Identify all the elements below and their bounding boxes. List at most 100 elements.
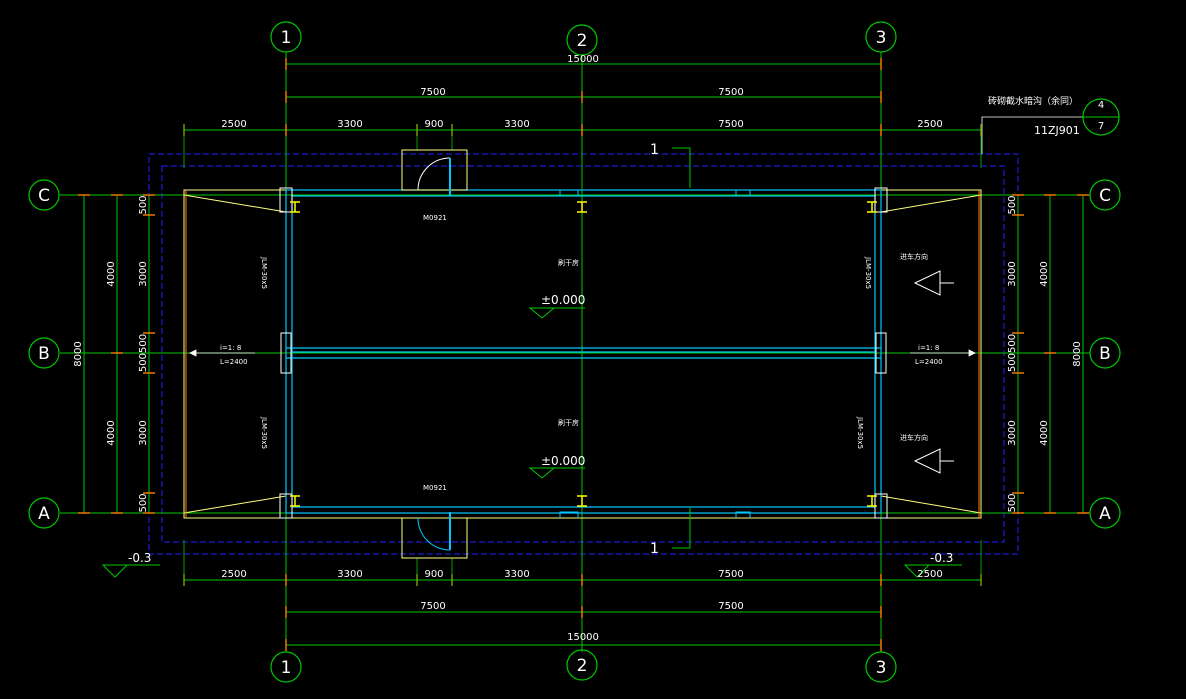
dim-half-y-top-right: 4000 bbox=[1039, 261, 1050, 286]
axis-label-1-bottom: 1 bbox=[281, 658, 292, 678]
dim-detail-y-left: 500 bbox=[138, 493, 149, 512]
dim-overall-top: 15000 bbox=[567, 54, 599, 65]
door-top bbox=[401, 149, 468, 196]
axis-label-c-left: C bbox=[38, 186, 50, 206]
axis-bubble-1-top bbox=[270, 21, 302, 53]
steel-posts bbox=[290, 201, 877, 507]
axis-bubble-1-bottom bbox=[270, 651, 302, 683]
axis-bubble-a-left bbox=[28, 497, 60, 529]
beam-label-left-top: JLM-30x5 bbox=[260, 256, 268, 289]
dim-detail-y-left: 500500 bbox=[138, 334, 149, 372]
car-direction-arrows bbox=[913, 270, 954, 474]
ramp-arrows bbox=[189, 349, 976, 357]
site-boundary-inner bbox=[161, 165, 1005, 543]
dim-half-right-top: 7500 bbox=[718, 87, 743, 98]
car-direction-bottom: 进车方向 bbox=[900, 433, 928, 442]
dim-detail-y-right: 3000 bbox=[1007, 420, 1018, 445]
dim-overall-bottom: 15000 bbox=[567, 632, 599, 643]
beam-label-right-bottom: JLM-30x5 bbox=[856, 416, 864, 449]
beam-label-right-top: JLM-30x5 bbox=[864, 256, 872, 289]
car-direction-top: 进车方向 bbox=[900, 252, 928, 261]
dim-detail-y-left: 500 bbox=[138, 195, 149, 214]
drain-note: 砖砌截水暗沟（余同） bbox=[988, 95, 1078, 107]
axis-bubble-b-right bbox=[1089, 337, 1121, 369]
dim-detail-top: 2500 bbox=[221, 119, 246, 130]
axis-label-3-top: 3 bbox=[876, 28, 887, 48]
drain-ref: 11ZJ901 bbox=[1034, 124, 1080, 137]
axis-bubble-a-right bbox=[1089, 497, 1121, 529]
dim-detail-bottom: 3300 bbox=[504, 569, 529, 580]
horizontal-dimension-lines bbox=[184, 63, 981, 646]
axis-label-1-top: 1 bbox=[281, 28, 292, 48]
ramp-length-right: L=2400 bbox=[915, 358, 943, 366]
drain-detail-sheet: 7 bbox=[1098, 121, 1104, 132]
dim-half-y-bottom-left: 4000 bbox=[106, 420, 117, 445]
axis-bubble-2-bottom bbox=[566, 649, 598, 681]
dim-half-y-bottom-right: 4000 bbox=[1039, 420, 1050, 445]
axis-label-3-bottom: 3 bbox=[876, 658, 887, 678]
axis-bubble-c-right bbox=[1089, 179, 1121, 211]
axis-bubble-3-top bbox=[865, 21, 897, 53]
floor-level-top: ±0.000 bbox=[541, 293, 585, 307]
axis-label-a-right: A bbox=[1099, 504, 1111, 524]
dim-detail-y-right: 500 bbox=[1007, 493, 1018, 512]
dim-half-y-top-left: 4000 bbox=[106, 261, 117, 286]
vertical-dimension-ticks bbox=[78, 194, 1089, 514]
axis-bubble-b-left bbox=[28, 337, 60, 369]
beam-label-left-bottom: JLM-30x5 bbox=[260, 416, 268, 449]
dim-detail-bottom: 900 bbox=[424, 569, 443, 580]
door-code-top: M0921 bbox=[423, 214, 447, 222]
dim-detail-y-left: 3000 bbox=[138, 261, 149, 286]
wall-columns bbox=[279, 187, 888, 519]
axis-bubble-2-top bbox=[566, 24, 598, 56]
dim-detail-top: 3300 bbox=[337, 119, 362, 130]
section-leaders bbox=[672, 147, 691, 549]
room-name-bottom: 刷干房 bbox=[558, 418, 579, 427]
dim-detail-top: 2500 bbox=[917, 119, 942, 130]
site-boundary-outer bbox=[148, 153, 1019, 555]
vertical-dimension-lines bbox=[83, 195, 1084, 513]
dim-overall-y-right: 8000 bbox=[1072, 341, 1083, 366]
axis-label-a-left: A bbox=[38, 504, 50, 524]
slope-left: i=1: 8 bbox=[220, 344, 241, 352]
extension-lines bbox=[183, 124, 982, 586]
axis-label-b-left: B bbox=[38, 344, 50, 364]
axis-bubble-c-left bbox=[28, 179, 60, 211]
drain-detail-number: 4 bbox=[1098, 100, 1104, 111]
door-code-bottom: M0921 bbox=[423, 484, 447, 492]
outside-level-right: -0.3 bbox=[930, 551, 953, 565]
dim-detail-y-right: 3000 bbox=[1007, 261, 1018, 286]
axis-label-b-right: B bbox=[1099, 344, 1111, 364]
windows bbox=[559, 190, 751, 518]
dim-detail-top: 900 bbox=[424, 119, 443, 130]
slab-side-lines bbox=[185, 190, 980, 518]
room-name-top: 刷干房 bbox=[558, 258, 579, 267]
section-mark-bottom: 1 bbox=[650, 541, 659, 557]
dim-half-right-bottom: 7500 bbox=[718, 601, 743, 612]
dim-detail-bottom: 2500 bbox=[917, 569, 942, 580]
dim-detail-y-left: 3000 bbox=[138, 420, 149, 445]
dim-detail-y-right: 500 bbox=[1007, 195, 1018, 214]
axis-bubble-3-bottom bbox=[865, 651, 897, 683]
floor-level-bottom: ±0.000 bbox=[541, 454, 585, 468]
dim-half-left-top: 7500 bbox=[420, 87, 445, 98]
dim-detail-y-right: 500500 bbox=[1007, 334, 1018, 372]
section-mark-top: 1 bbox=[650, 142, 659, 158]
dim-detail-bottom: 3300 bbox=[337, 569, 362, 580]
dim-detail-top: 7500 bbox=[718, 119, 743, 130]
level-markers bbox=[101, 307, 962, 578]
dim-overall-y-left: 8000 bbox=[73, 341, 84, 366]
axis-label-2-top: 2 bbox=[577, 31, 588, 51]
dim-detail-bottom: 2500 bbox=[221, 569, 246, 580]
ramp-length-left: L=2400 bbox=[220, 358, 248, 366]
dim-detail-top: 3300 bbox=[504, 119, 529, 130]
axis-label-c-right: C bbox=[1099, 186, 1111, 206]
slope-right: i=1: 8 bbox=[918, 344, 939, 352]
building-walls bbox=[285, 189, 882, 514]
dim-half-left-bottom: 7500 bbox=[420, 601, 445, 612]
drain-leader-line bbox=[981, 116, 1100, 154]
outside-level-left: -0.3 bbox=[128, 551, 151, 565]
axis-label-2-bottom: 2 bbox=[577, 656, 588, 676]
door-bottom bbox=[401, 512, 468, 559]
